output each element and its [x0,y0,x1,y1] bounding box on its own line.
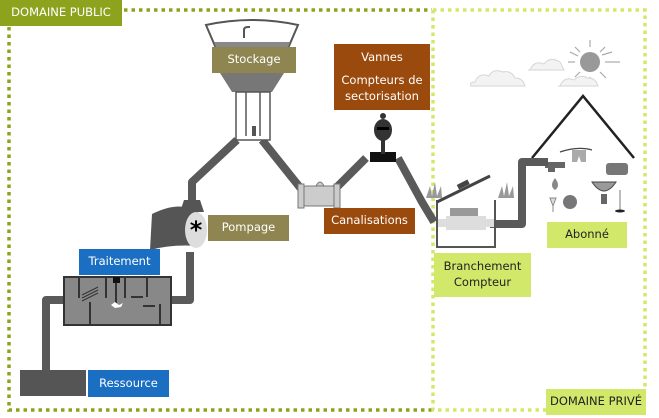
stage-label-canalisations: Canalisations [324,208,415,234]
stage-label-branchement: Branchement Compteur [434,253,531,297]
public-domain-border [7,8,432,412]
vannes-line2: Compteurs de [341,73,423,88]
pipeline [42,137,548,372]
clouds-icon [470,58,599,87]
stage-label-traitement: Traitement [79,249,160,275]
pump-icon: * [150,200,207,250]
vannes-line1: Vannes [361,49,403,64]
stage-label-vannes: Vannes Compteurs de sectorisation [334,44,430,110]
stage-label-abonne: Abonné [547,222,627,248]
stage-label-pompage: Pompage [208,215,289,241]
vannes-line3: sectorisation [345,88,419,103]
branchement-line1: Branchement [443,259,522,274]
pipe-valve-icon [297,181,341,209]
private-domain-border [431,8,647,412]
branchement-line2: Compteur [453,275,512,289]
sectorisation-meter-icon [370,113,396,162]
zone-label-public: DOMAINE PUBLIC [0,0,122,26]
meter-pit-icon [426,174,514,248]
treatment-plant-icon [63,276,172,326]
house-roof [531,94,635,159]
zone-label-private: DOMAINE PRIVÉ [546,389,646,415]
stage-label-stockage: Stockage [212,47,296,73]
household-items-icon [545,147,628,213]
ressource-reservoir [20,370,86,396]
water-tower-icon [204,19,300,141]
stage-label-ressource: Ressource [88,370,169,397]
svg-text:*: * [190,216,203,244]
